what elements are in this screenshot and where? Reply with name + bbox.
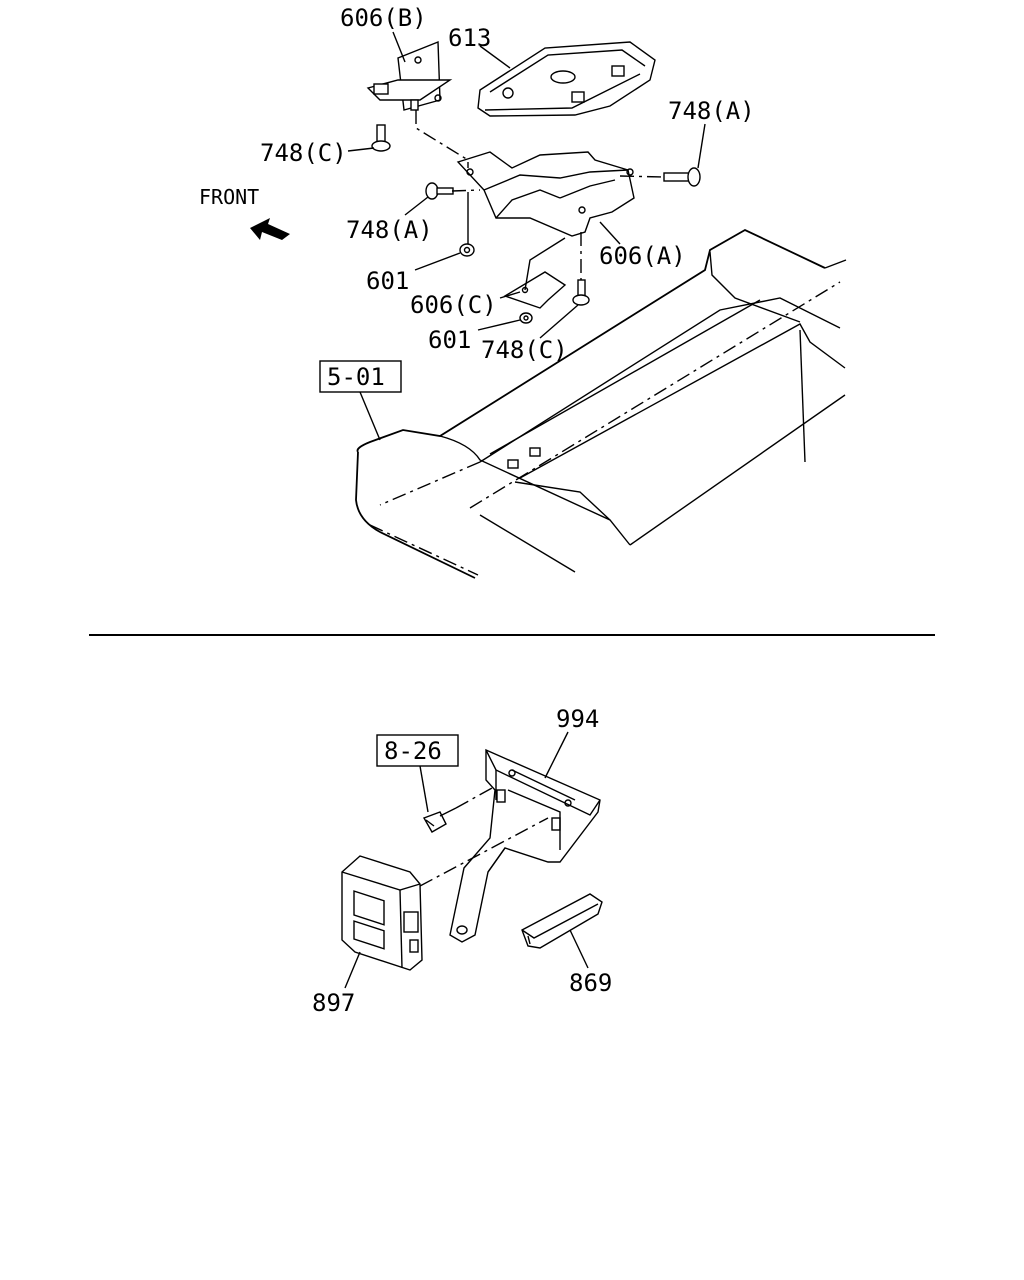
lower-section: 8-26	[312, 705, 612, 1017]
frame-nut-1	[507, 459, 519, 469]
label-748c-upper: 748(C)	[260, 139, 347, 167]
bolt-748a-left	[425, 182, 454, 200]
bracket-606c	[503, 271, 567, 309]
ecu-613	[477, 41, 656, 117]
bolt-748c-upper	[371, 124, 391, 152]
leader-748a-top	[697, 123, 706, 169]
label-613: 613	[448, 24, 491, 52]
leader-601-low	[477, 319, 521, 331]
label-601-low: 601	[428, 326, 471, 354]
assembly-line-1	[415, 110, 469, 168]
leader-613	[479, 45, 511, 69]
clip-869	[521, 893, 603, 949]
leader-606b	[392, 31, 406, 63]
label-897: 897	[312, 989, 355, 1017]
label-606c: 606(C)	[410, 291, 497, 319]
leader-748c-low	[539, 304, 579, 339]
label-606b: 606(B)	[340, 4, 427, 32]
module-assembly-line	[419, 817, 549, 887]
leader-606c	[499, 291, 521, 299]
bolt-748c-low	[572, 279, 590, 306]
assembly-line-2	[619, 175, 665, 178]
leader-606a	[599, 221, 621, 245]
front-indicator: FRONT	[199, 185, 290, 240]
assembly-line-3	[451, 189, 481, 192]
screw-assembly-line	[455, 777, 511, 809]
assembly-line-5	[524, 237, 566, 291]
bracket-994	[449, 748, 601, 943]
label-748c-low: 748(C)	[481, 336, 568, 364]
frame-nut-2	[529, 447, 541, 457]
ref-box-5-01[interactable]: 5-01	[319, 360, 402, 393]
label-606a: 606(A)	[599, 242, 686, 270]
upper-section: 5-01	[199, 4, 847, 579]
label-869: 869	[569, 969, 612, 997]
leader-994	[544, 731, 569, 779]
leader-869	[569, 929, 589, 969]
leader-748c-upper	[347, 147, 375, 152]
ref-box-label: 5-01	[327, 363, 385, 391]
ref-box-frame	[376, 734, 459, 767]
main-bracket	[456, 151, 635, 237]
screw	[422, 807, 457, 833]
leader-5-01	[359, 391, 381, 441]
chassis-frame	[355, 228, 847, 579]
nut-601-left	[459, 243, 475, 257]
leader-748a-left	[404, 196, 429, 216]
label-601-left: 601	[366, 267, 409, 295]
plate-606b	[366, 40, 453, 111]
nut-601-low	[519, 312, 533, 324]
front-label: FRONT	[199, 185, 259, 209]
bolt-748a-right	[663, 167, 701, 187]
label-994: 994	[556, 705, 599, 733]
label-748a-left: 748(A)	[346, 216, 433, 244]
ref-box-8-26[interactable]: 8-26	[376, 734, 459, 767]
module-897	[341, 855, 423, 971]
ref-box-label: 8-26	[384, 737, 442, 765]
nut-606b	[373, 83, 389, 95]
leader-8-26	[419, 765, 429, 813]
label-748a-top: 748(A)	[668, 97, 755, 125]
leader-897	[344, 951, 361, 989]
front-arrow-icon	[250, 218, 290, 240]
leader-601-left	[414, 252, 461, 271]
